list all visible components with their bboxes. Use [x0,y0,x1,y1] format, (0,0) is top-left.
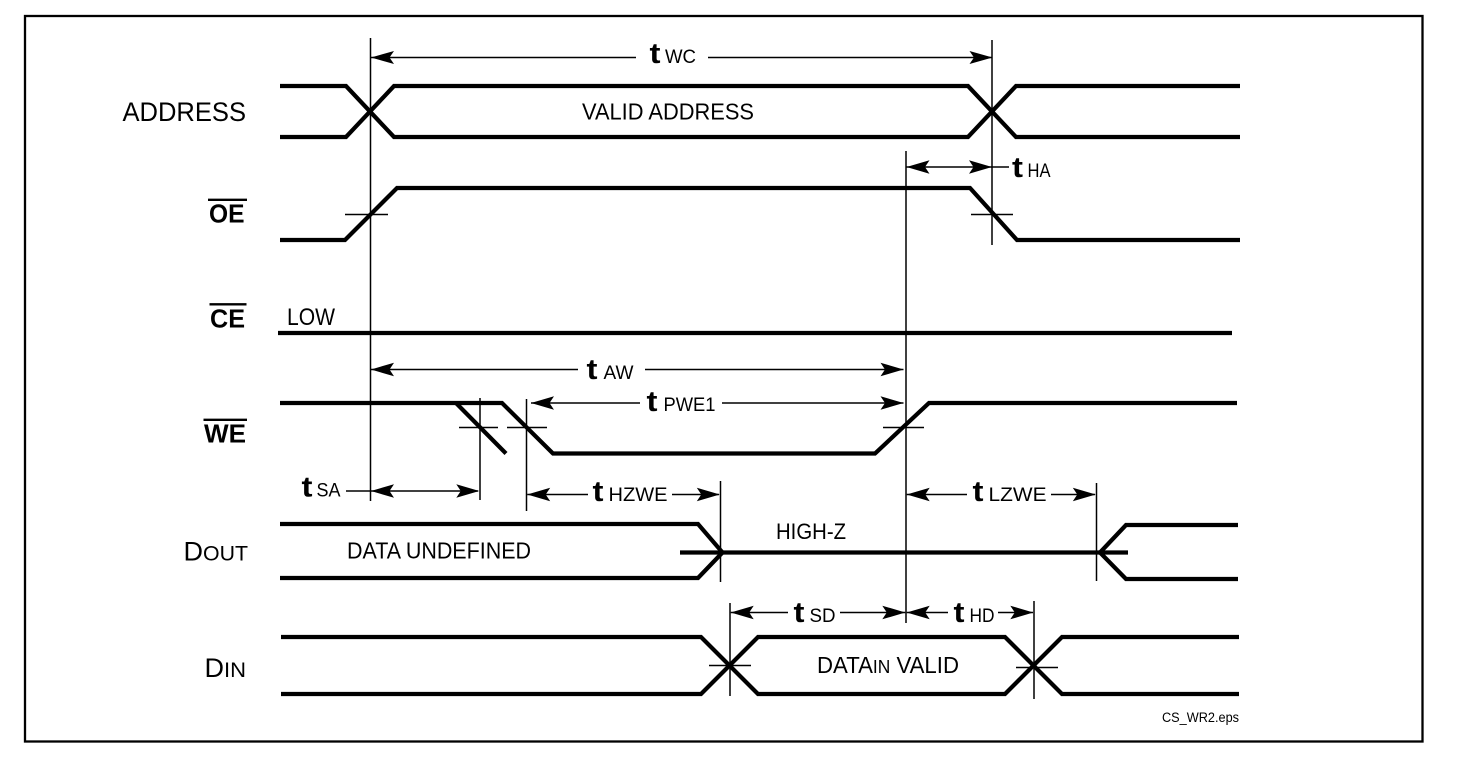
svg-text:HZWE: HZWE [609,485,668,506]
svg-text:AW: AW [604,363,634,384]
svg-text:t: t [650,38,661,70]
svg-text:t: t [954,597,965,629]
svg-text:t: t [587,354,598,386]
svg-text:LOW: LOW [287,304,335,331]
svg-text:HIGH-Z: HIGH-Z [776,519,846,544]
svg-text:PWE1: PWE1 [664,395,716,416]
svg-text:VALID ADDRESS: VALID ADDRESS [582,99,754,125]
svg-text:SA: SA [317,481,341,502]
svg-text:DOUT: DOUT [184,537,249,567]
svg-text:LZWE: LZWE [989,485,1047,506]
svg-text:HD: HD [970,606,995,627]
svg-text:OE: OE [209,199,245,229]
svg-text:t: t [647,386,658,418]
svg-text:HA: HA [1028,161,1051,182]
svg-text:WE: WE [204,419,246,449]
svg-text:t: t [593,476,604,508]
svg-text:t: t [794,597,805,629]
svg-text:DATA UNDEFINED: DATA UNDEFINED [347,538,531,564]
svg-text:ADDRESS: ADDRESS [123,97,247,127]
svg-text:t: t [302,472,313,504]
svg-text:CS_WR2.eps: CS_WR2.eps [1162,710,1239,725]
svg-text:SD: SD [810,606,836,627]
svg-text:DATAIN VALID: DATAIN VALID [817,652,959,678]
svg-text:CE: CE [210,304,245,334]
svg-text:WC: WC [665,47,696,68]
svg-text:t: t [973,476,984,508]
svg-text:t: t [1012,152,1023,184]
